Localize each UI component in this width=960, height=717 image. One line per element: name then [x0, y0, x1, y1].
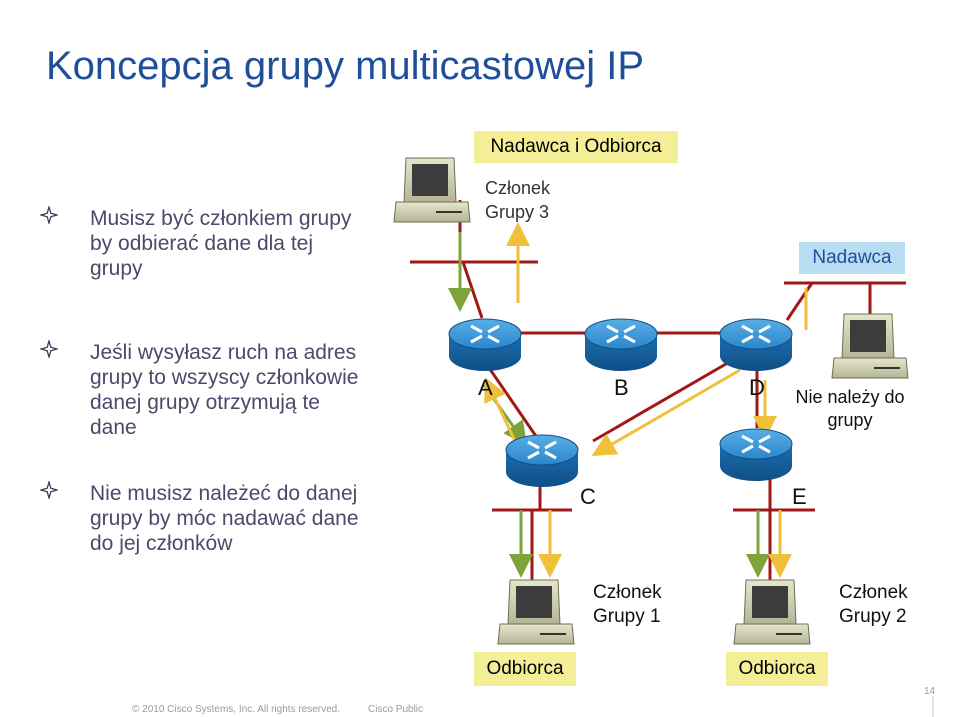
- workstation-group1-icon: [497, 579, 575, 645]
- workstation-top-icon: [393, 157, 471, 223]
- non-member-label: Nie należy do grupy: [785, 386, 915, 432]
- router-c-label: C: [580, 484, 596, 509]
- bullet-text: Nie musisz należeć do danej grupy by móc…: [90, 482, 359, 555]
- router-d-icon: [719, 318, 793, 371]
- member-group1-line1: Członek: [593, 582, 662, 603]
- link-d-lan: [785, 282, 814, 321]
- router-e-label: E: [792, 484, 807, 509]
- router-d-label: D: [749, 375, 765, 400]
- yellow-arrow-d-c: [591, 368, 741, 457]
- sender-flow-arrows: [484, 222, 808, 578]
- workstation-sender-icon: [831, 313, 909, 379]
- member-group2-line2: Grupy 2: [839, 606, 907, 627]
- bullet-item-sending: Jeśli wysyłasz ruch na adres grupy to ws…: [40, 340, 370, 440]
- member-flow-arrows: [448, 232, 770, 578]
- non-member-line1: Nie należy do: [795, 387, 905, 407]
- page-title: Koncepcja grupy multicastowej IP: [46, 44, 645, 88]
- page-number: 14: [924, 686, 936, 697]
- workstation-group2-icon: [733, 579, 811, 645]
- member-group1-line2: Grupy 1: [593, 606, 661, 627]
- member-group2-line1: Członek: [839, 582, 908, 603]
- sender-receiver-box: Nadawca i Odbiorca: [474, 131, 678, 163]
- member-group3-line1: Członek: [485, 178, 551, 198]
- link-d-c: [592, 355, 739, 443]
- receiver-box-2: Odbiorca: [726, 652, 828, 686]
- yellow-arrow-c-a: [484, 377, 517, 442]
- link-lan-to-a: [461, 261, 484, 319]
- bullet-item-non-member: Nie musisz należeć do danej grupy by móc…: [40, 481, 370, 556]
- member-group2-label: Członek Grupy 2: [839, 581, 908, 629]
- bullet-text: Jeśli wysyłasz ruch na adres grupy to ws…: [90, 341, 359, 439]
- member-group3-line2: Grupy 3: [485, 202, 550, 222]
- bullet-star-icon: [40, 340, 58, 358]
- router-c-icon: [505, 434, 579, 487]
- receiver-box-1: Odbiorca: [474, 652, 576, 686]
- sender-box: Nadawca: [799, 242, 905, 274]
- router-e-icon: [719, 428, 793, 481]
- footer-copyright: © 2010 Cisco Systems, Inc. All rights re…: [132, 704, 341, 715]
- footer-classification: Cisco Public: [368, 704, 424, 715]
- non-member-line2: grupy: [827, 410, 873, 430]
- bullet-star-icon: [40, 481, 58, 499]
- router-b-icon: [584, 318, 658, 371]
- router-b-label: B: [614, 375, 629, 400]
- member-group1-label: Członek Grupy 1: [593, 581, 662, 629]
- link-a-c: [483, 361, 542, 443]
- bullet-star-icon: [40, 206, 58, 224]
- network-links: [458, 200, 872, 582]
- bullet-item-membership: Musisz być członkiem grupy by odbierać d…: [40, 206, 370, 281]
- router-a-label: A: [478, 375, 493, 400]
- member-group3-label: Członek Grupy 3: [485, 176, 550, 224]
- bullet-text: Musisz być członkiem grupy by odbierać d…: [90, 207, 352, 280]
- router-a-icon: [448, 318, 522, 371]
